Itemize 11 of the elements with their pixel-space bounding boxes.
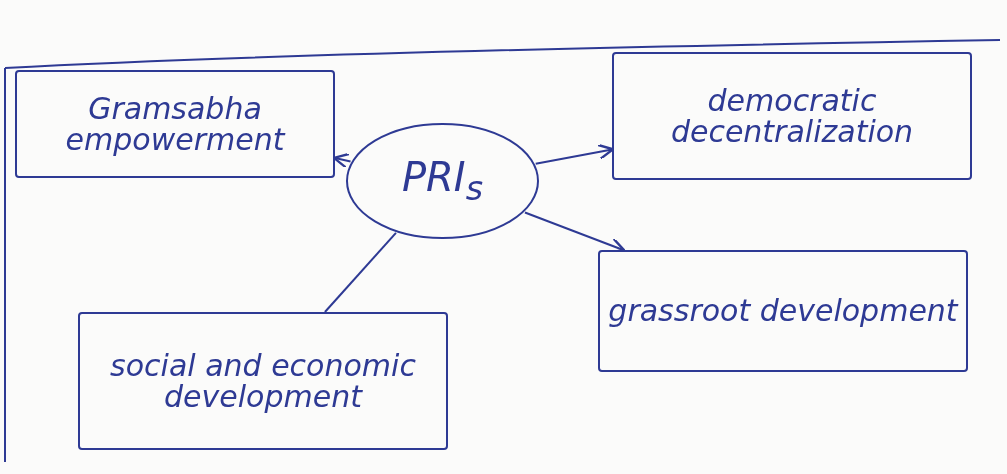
text-box	[78, 312, 448, 450]
node-label: PRI$_{s}$	[401, 156, 484, 206]
node-label: social and economic development	[109, 349, 417, 413]
ellipse-node	[345, 122, 540, 240]
node-label: Gramsabha empowerment	[64, 92, 287, 156]
node-label: grassroot development	[608, 295, 958, 327]
connector-line	[323, 231, 397, 313]
node-label: democratic decentralization	[669, 84, 915, 148]
text-box	[598, 250, 968, 372]
text-box	[612, 52, 972, 180]
text-box	[15, 70, 335, 178]
